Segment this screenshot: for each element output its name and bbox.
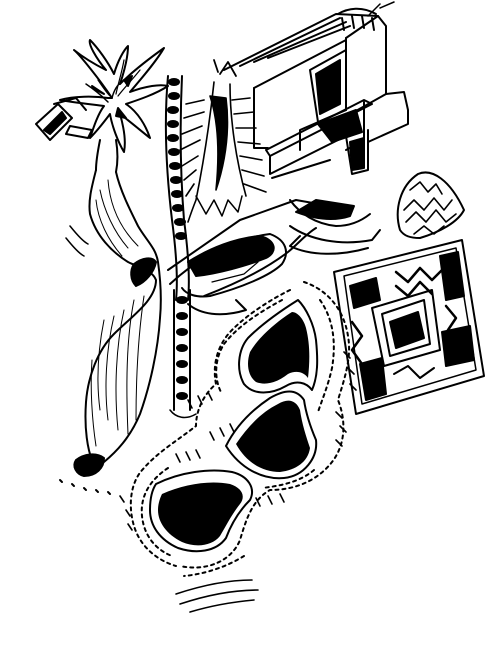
bead-chain-icon [164, 75, 197, 419]
scallop-shell-icon [396, 171, 465, 239]
box-icon [35, 97, 93, 141]
fern-icon [179, 59, 267, 223]
vase-icon [59, 139, 162, 495]
scroll-icon [167, 199, 381, 316]
spade-heart-icon [119, 281, 357, 577]
stair-block-icon [223, 1, 409, 179]
swoosh-lines-icon [175, 579, 259, 613]
framed-pattern-icon [333, 239, 485, 415]
